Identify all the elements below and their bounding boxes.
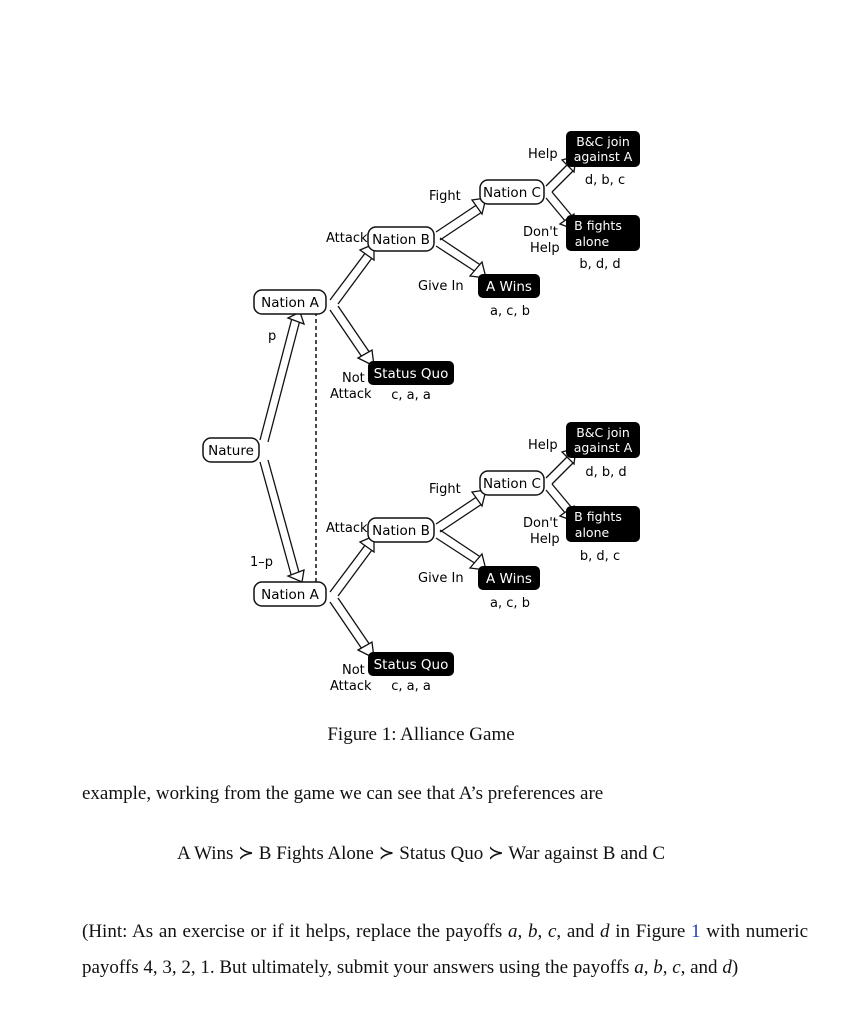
- nation-b-node-top: Nation B: [367, 226, 435, 252]
- hint-text: in Figure: [609, 921, 692, 942]
- label-not-bottom: Not: [342, 663, 365, 678]
- svg-text:against A: against A: [574, 149, 633, 164]
- svg-text:Nation C: Nation C: [483, 476, 541, 492]
- var-c: c: [547, 921, 557, 942]
- var-b: b: [653, 957, 663, 978]
- nation-a-node-bottom: Nation A: [253, 581, 327, 607]
- var-a: a: [634, 957, 644, 978]
- label-dont-bottom: Don't: [523, 516, 558, 531]
- var-a: a: [508, 921, 518, 942]
- outcome-a-wins-top: A Wins: [478, 274, 540, 298]
- label-give-in-top: Give In: [418, 279, 464, 294]
- label-dont-help-top: Help: [530, 241, 560, 256]
- label-not-attack-top: Attack: [330, 387, 372, 402]
- hint-text: (Hint: As an exercise or if it helps, re…: [82, 921, 509, 942]
- svg-text:Nature: Nature: [208, 443, 254, 459]
- label-give-in-bottom: Give In: [418, 571, 464, 586]
- hint-text: ): [731, 957, 739, 978]
- outcome-join-bottom: B&C join against A: [566, 422, 640, 458]
- figure-ref-link[interactable]: 1: [691, 921, 701, 942]
- outcome-join-top: B&C join against A: [566, 131, 640, 167]
- payoff-a-wins-bottom: a, c, b: [490, 596, 530, 611]
- svg-text:Nation A: Nation A: [261, 587, 320, 603]
- hint-sep: ,: [517, 921, 528, 942]
- payoff-alone-top: b, d, d: [579, 257, 620, 272]
- payoff-a-wins-top: a, c, b: [490, 304, 530, 319]
- svg-text:B&C join: B&C join: [576, 134, 630, 149]
- preference-ordering: A Wins ≻ B Fights Alone ≻ Status Quo ≻ W…: [176, 843, 666, 864]
- var-d: d: [722, 957, 732, 978]
- label-help-bottom: Help: [528, 438, 558, 453]
- svg-text:against A: against A: [574, 440, 633, 455]
- var-b: b: [527, 921, 538, 942]
- label-fight-top: Fight: [429, 189, 461, 204]
- label-attack-top: Attack: [326, 231, 368, 246]
- svg-text:alone: alone: [575, 525, 610, 540]
- nature-node: Nature: [202, 437, 260, 463]
- label-fight-bottom: Fight: [429, 482, 461, 497]
- label-dont-help-bottom: Help: [530, 532, 560, 547]
- var-c: c: [672, 957, 681, 978]
- hint-sep: , and: [556, 921, 601, 942]
- svg-text:B fights: B fights: [574, 509, 622, 524]
- nation-c-node-bottom: Nation C: [479, 470, 545, 496]
- label-not-attack-bottom: Attack: [330, 679, 372, 694]
- svg-text:A Wins: A Wins: [486, 571, 532, 587]
- svg-text:Nation B: Nation B: [372, 232, 430, 248]
- svg-text:Nation B: Nation B: [372, 523, 430, 539]
- svg-text:B&C join: B&C join: [576, 425, 630, 440]
- nation-c-node-top: Nation C: [479, 179, 545, 205]
- payoff-join-bottom: d, b, d: [585, 465, 626, 480]
- prob-p: p: [268, 329, 276, 344]
- hint-text: with numeric payoffs 4, 3, 2, 1. But ult…: [82, 921, 809, 978]
- outcome-alone-bottom: B fights alone: [566, 506, 640, 542]
- label-dont-top: Don't: [523, 225, 558, 240]
- nation-b-node-bottom: Nation B: [367, 517, 435, 543]
- alliance-game-figure: Nature Nation A Nation A Nation B Nation…: [196, 100, 650, 700]
- hint-sep: , and: [680, 957, 723, 978]
- payoff-status-quo-bottom: c, a, a: [391, 679, 431, 694]
- payoff-join-top: d, b, c: [585, 173, 625, 188]
- label-attack-bottom: Attack: [326, 521, 368, 536]
- hint-sep: ,: [662, 957, 673, 978]
- outcome-status-quo-top: Status Quo: [368, 361, 454, 385]
- payoff-status-quo-top: c, a, a: [391, 388, 431, 403]
- figure-caption: Figure 1: Alliance Game: [327, 724, 515, 745]
- hint-paragraph: (Hint: As an exercise or if it helps, re…: [82, 914, 808, 986]
- var-d: d: [600, 921, 610, 942]
- payoff-alone-bottom: b, d, c: [580, 549, 620, 564]
- action-labels: p 1–p Attack Not Attack Fight Give In He…: [250, 147, 560, 694]
- body-paragraph: example, working from the game we can se…: [82, 783, 604, 804]
- game-tree: Nature Nation A Nation A Nation B Nation…: [202, 131, 640, 694]
- outcome-status-quo-bottom: Status Quo: [368, 652, 454, 676]
- svg-text:B fights: B fights: [574, 218, 622, 233]
- svg-text:A Wins: A Wins: [486, 279, 532, 295]
- nation-a-node-top: Nation A: [253, 289, 327, 315]
- tree-edges: [259, 155, 577, 660]
- svg-text:alone: alone: [575, 234, 610, 249]
- label-help-top: Help: [528, 147, 558, 162]
- prob-1-p: 1–p: [250, 555, 273, 570]
- outcome-alone-top: B fights alone: [566, 215, 640, 251]
- hint-sep: ,: [537, 921, 548, 942]
- svg-text:Status Quo: Status Quo: [374, 366, 449, 382]
- outcome-a-wins-bottom: A Wins: [478, 566, 540, 590]
- svg-text:Status Quo: Status Quo: [374, 657, 449, 673]
- svg-text:Nation A: Nation A: [261, 295, 320, 311]
- label-not-top: Not: [342, 371, 365, 386]
- svg-text:Nation C: Nation C: [483, 185, 541, 201]
- hint-sep: ,: [643, 957, 654, 978]
